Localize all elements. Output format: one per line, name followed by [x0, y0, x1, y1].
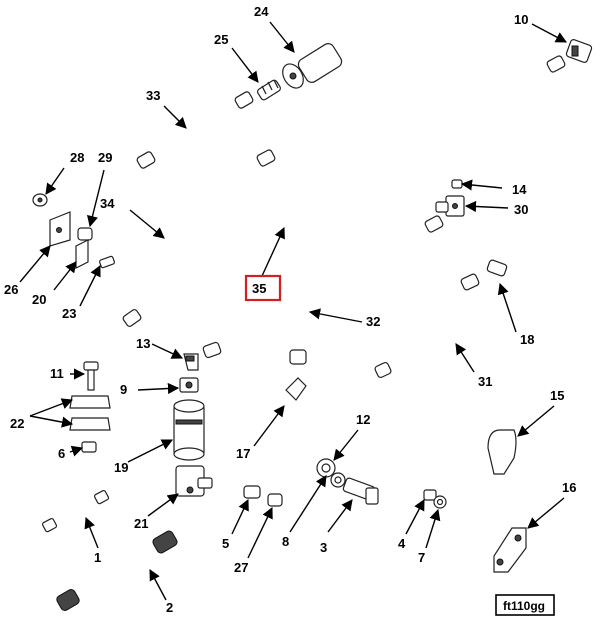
label-8: 8	[282, 534, 289, 549]
part-1-hose	[41, 489, 110, 533]
label-6: 6	[58, 446, 65, 461]
label-29: 29	[98, 150, 112, 165]
part-4-nut	[423, 489, 437, 501]
part-17-elbow	[285, 377, 307, 401]
label-9: 9	[120, 382, 127, 397]
part-14-plug	[451, 179, 463, 189]
label-3: 3	[320, 540, 327, 555]
part-8-washer	[330, 472, 346, 488]
label-2: 2	[166, 600, 173, 615]
label-12: 12	[356, 412, 370, 427]
part-28-nut	[32, 193, 48, 207]
label-27: 27	[234, 560, 248, 575]
part-25-fitting	[257, 79, 281, 101]
part-11-bolt	[83, 361, 99, 391]
part-5-nut	[243, 485, 261, 499]
label-19: 19	[114, 460, 128, 475]
label-1: 1	[94, 550, 101, 565]
label-28: 28	[70, 150, 84, 165]
label-14: 14	[512, 182, 527, 197]
label-34: 34	[100, 196, 115, 211]
part-16-bracket	[493, 527, 527, 573]
label-30: 30	[514, 202, 528, 217]
label-5: 5	[222, 536, 229, 551]
part-26-bracket	[49, 211, 71, 247]
label-16: 16	[562, 480, 576, 495]
part-23-screw	[99, 255, 115, 269]
label-11: 11	[50, 366, 64, 381]
part-21-block-valve	[175, 465, 213, 497]
part-27-fitting	[267, 493, 283, 507]
leader-arrows	[19, 21, 567, 601]
label-22: 22	[10, 416, 24, 431]
part-6-nut	[81, 441, 97, 453]
label-4: 4	[398, 536, 406, 551]
part-3-bolt	[342, 477, 379, 505]
label-20: 20	[32, 292, 46, 307]
label-35: 35	[252, 281, 266, 296]
label-23: 23	[62, 306, 76, 321]
part-2-hose	[56, 530, 178, 611]
part-30-tee	[435, 195, 465, 217]
label-17: 17	[236, 446, 250, 461]
figure-id-text: ft110gg	[503, 599, 545, 613]
label-10: 10	[514, 12, 528, 27]
part-12-washer	[316, 458, 336, 478]
part-20-clip	[75, 239, 89, 269]
label-32: 32	[366, 314, 380, 329]
part-33-tube	[136, 91, 254, 169]
figure-id-tag: ft110gg	[495, 594, 555, 616]
part-7-washer	[433, 495, 447, 509]
label-26: 26	[4, 282, 18, 297]
callout-35: 35	[244, 274, 282, 302]
part-18-fitting	[486, 259, 508, 277]
label-15: 15	[550, 388, 564, 403]
part-9-nut	[179, 377, 199, 393]
label-33: 33	[146, 88, 160, 103]
part-15-clamp	[487, 429, 517, 475]
part-24-filter-housing	[282, 43, 343, 89]
label-7: 7	[418, 550, 425, 565]
part-22-clamp	[69, 395, 111, 431]
label-31: 31	[478, 374, 492, 389]
part-34-bent-tube	[122, 149, 276, 327]
part-32-bent-tube	[289, 215, 444, 365]
part-13-elbow	[183, 353, 199, 371]
part-10-elbow	[565, 39, 593, 63]
part-35-long-tube	[202, 55, 566, 359]
label-13: 13	[136, 336, 150, 351]
part-19-cylinder	[173, 399, 205, 461]
label-21: 21	[134, 516, 148, 531]
part-29-fitting	[77, 227, 93, 241]
label-24: 24	[254, 4, 269, 19]
part-31-tube	[374, 273, 480, 379]
label-18: 18	[520, 332, 534, 347]
label-25: 25	[214, 32, 228, 47]
